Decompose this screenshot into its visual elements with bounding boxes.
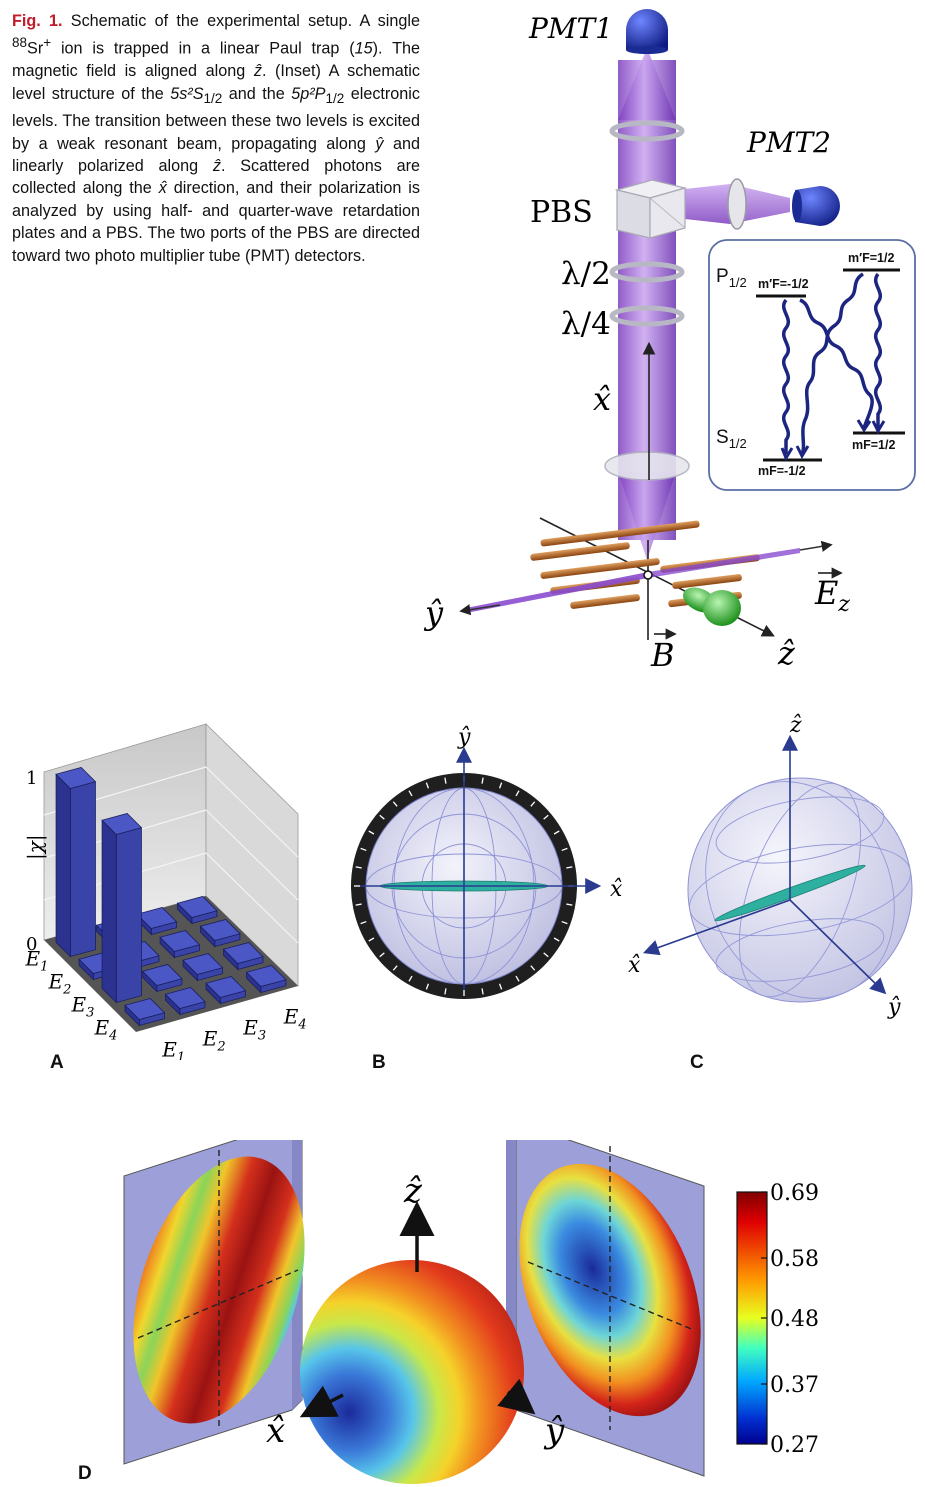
- inset-p-level-label: P1/2: [716, 266, 747, 290]
- matrix-bar: [176, 896, 218, 925]
- colorbar-tick-label: 0.58: [770, 1247, 819, 1272]
- collection-lens: [604, 451, 690, 481]
- pmt1-detector: [626, 9, 668, 50]
- z-axis-label: |χ|: [23, 834, 48, 860]
- waveplate-rings: [609, 120, 685, 327]
- pbs-label: PBS: [530, 195, 593, 230]
- matrix-bar: [141, 964, 183, 993]
- matrix-bar: [101, 813, 143, 1004]
- pmt1-label: PMT1: [528, 12, 613, 45]
- pmt2-waveplate: [727, 178, 747, 230]
- z-axis-label: ẑ: [789, 713, 802, 738]
- y-axis-label: ŷ: [543, 1411, 565, 1451]
- panel-b-sphere-top: ŷ x̂: [351, 725, 623, 999]
- col-label: E2: [202, 1027, 226, 1055]
- colorbar-tick-label: 0.27: [770, 1433, 819, 1458]
- horizontal-beam: [676, 184, 730, 224]
- pmt2-label: PMT2: [746, 126, 831, 159]
- z-axis-label: ẑ: [777, 634, 796, 672]
- beam-cone-ion: [618, 472, 676, 560]
- panel-d-fidelity-sphere: ẑ x̂ ŷ 0.69 0.58 0.48 0.37 0.27: [123, 1140, 819, 1484]
- y-axis-label: ŷ: [887, 995, 901, 1020]
- inset-s-minus-label: mF=-1/2: [758, 464, 806, 478]
- row-label: E1: [25, 947, 49, 975]
- fidelity-sphere: [300, 1260, 524, 1484]
- x-axis-label: x̂: [610, 877, 623, 902]
- col-label: E4: [283, 1005, 307, 1033]
- matrix-bar: [164, 987, 206, 1016]
- colorbar-tick-label: 0.37: [770, 1373, 819, 1398]
- pmt2-detector: [795, 186, 840, 226]
- x-axis-label: x̂: [593, 380, 611, 418]
- z-axis-label: ẑ: [403, 1171, 423, 1211]
- matrix-bar: [245, 965, 287, 994]
- inset-s-level-label: S1/2: [716, 427, 747, 451]
- matrix-bar: [199, 919, 241, 948]
- e-field-label: Ez: [814, 574, 850, 617]
- colorbar-ticks: 0.69 0.58 0.48 0.37 0.27: [761, 1181, 819, 1458]
- figure-caption: Fig. 1. Schematic of the experimental se…: [12, 12, 421, 265]
- y-axis-label: ŷ: [457, 725, 471, 750]
- matrix-bar: [124, 998, 166, 1027]
- col-label: E1: [161, 1038, 185, 1061]
- panel-c-sphere-3d: ẑ x̂ ŷ: [628, 713, 913, 1020]
- matrix-bar: [55, 767, 97, 958]
- colorbar-tick-label: 0.69: [770, 1181, 819, 1206]
- inset-p-plus-label: m′F=1/2: [848, 251, 895, 265]
- y-axis-label: ŷ: [423, 594, 444, 632]
- trapped-ion: [643, 570, 653, 580]
- b-field-label: B: [650, 636, 675, 674]
- setup-schematic: PMT1 PMT2 PBS λ/2 λ/4 x̂ ŷ ẑ B Ez: [423, 9, 916, 674]
- z-tick-1: 1: [26, 768, 37, 789]
- row-label: E3: [71, 993, 95, 1021]
- row-label: E4: [94, 1016, 118, 1044]
- beam-cone-pmt1: [618, 48, 676, 120]
- half-wave-label: λ/2: [561, 256, 611, 292]
- matrix-bar: [205, 976, 247, 1005]
- x-axis-label: x̂: [628, 953, 641, 978]
- figure-label: Fig. 1.: [12, 12, 63, 30]
- right-projection-plane: [506, 1140, 705, 1477]
- matrix-bar: [182, 953, 224, 982]
- inset-p-minus-label: m′F=-1/2: [758, 277, 809, 291]
- left-projection-plane: [123, 1140, 305, 1465]
- panel-d-letter: D: [78, 1463, 92, 1484]
- z-tick-0: 0: [26, 934, 37, 955]
- x-axis-label: x̂: [266, 1411, 285, 1451]
- level-inset: [708, 239, 916, 491]
- panel-b-letter: B: [372, 1052, 386, 1073]
- matrix-bar: [159, 930, 201, 959]
- matrix-bar: [136, 907, 178, 936]
- excitation-beam: [466, 572, 648, 613]
- matrix-bar: [222, 942, 264, 971]
- pbs-cube: [614, 179, 688, 239]
- col-label: E3: [242, 1016, 266, 1044]
- colorbar-tick-label: 0.48: [770, 1307, 819, 1332]
- inset-s-plus-label: mF=1/2: [852, 438, 896, 452]
- quarter-wave-label: λ/4: [561, 306, 611, 342]
- panel-c-letter: C: [690, 1052, 704, 1073]
- row-label: E2: [48, 970, 72, 998]
- col-labels: E1 E2 E3 E4: [161, 1005, 306, 1061]
- panel-a-letter: A: [50, 1052, 64, 1073]
